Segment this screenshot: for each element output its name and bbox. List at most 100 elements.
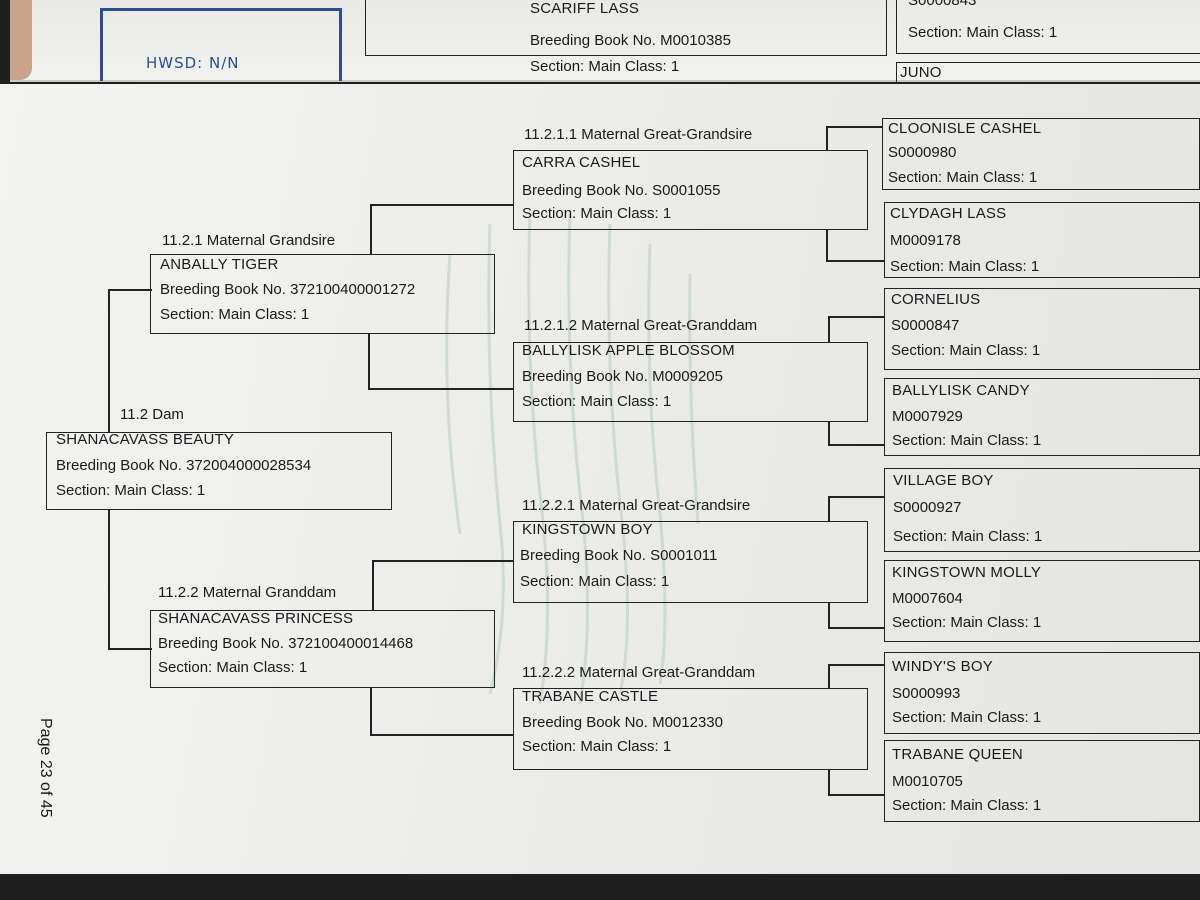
gg2-section: Section: Main Class: 1 — [522, 393, 672, 410]
watermark-graphic — [445, 213, 700, 705]
thumb — [10, 0, 32, 80]
connector — [828, 496, 830, 521]
connector — [828, 496, 884, 498]
ggg4-reg: M0007929 — [892, 408, 963, 425]
grandsire-label: 11.2.1 Maternal Grandsire — [162, 232, 336, 249]
connector — [828, 603, 830, 627]
connector — [368, 388, 513, 390]
connector — [108, 648, 152, 650]
gg1-section: Section: Main Class: 1 — [522, 205, 672, 222]
gg3-name: KINGSTOWN BOY — [522, 521, 653, 538]
connector — [108, 289, 110, 432]
granddam-book: Breeding Book No. 372100400014468 — [158, 635, 414, 652]
connector — [828, 794, 884, 796]
scariff-lass-section: Section: Main Class: 1 — [530, 58, 680, 75]
top-right-reg: S0000843 — [908, 0, 977, 9]
connector — [370, 204, 372, 254]
dam-name: SHANACAVASS BEAUTY — [56, 431, 235, 448]
scariff-lass-box — [365, 0, 887, 56]
connector — [370, 734, 513, 736]
connector — [826, 126, 882, 128]
gg3-section: Section: Main Class: 1 — [520, 573, 670, 590]
connector — [826, 126, 828, 150]
ggg7-name: WINDY'S BOY — [892, 658, 993, 675]
gg4-name: TRABANE CASTLE — [522, 688, 659, 705]
top-right-section: Section: Main Class: 1 — [908, 24, 1058, 41]
connector — [372, 560, 374, 610]
ggg3-name: CORNELIUS — [891, 291, 981, 308]
connector — [372, 560, 513, 562]
connector — [826, 260, 884, 262]
juno-name: JUNO — [900, 64, 942, 81]
previous-page-edge: HWSD: N/N SCARIFF LASS Breeding Book No.… — [10, 0, 1200, 92]
connector — [828, 664, 830, 688]
gg4-section: Section: Main Class: 1 — [522, 738, 672, 755]
gg2-name: BALLYLISK APPLE BLOSSOM — [522, 342, 735, 359]
ggg7-reg: S0000993 — [892, 685, 961, 702]
ggg8-name: TRABANE QUEEN — [892, 746, 1023, 763]
connector — [828, 316, 884, 318]
connector — [828, 664, 884, 666]
gg4-box — [513, 688, 868, 770]
grandsire-book: Breeding Book No. 372100400001272 — [160, 281, 416, 298]
ggg2-name: CLYDAGH LASS — [890, 205, 1007, 222]
ggg5-reg: S0000927 — [893, 499, 962, 516]
ggg4-section: Section: Main Class: 1 — [892, 432, 1042, 449]
connector — [370, 204, 513, 206]
page-number: Page 23 of 45 — [37, 718, 54, 818]
ggg3-section: Section: Main Class: 1 — [891, 342, 1041, 359]
ggg6-name: KINGSTOWN MOLLY — [892, 564, 1042, 581]
hwsd-stamp — [100, 8, 342, 81]
gg1-box — [513, 150, 868, 230]
gg1-book: Breeding Book No. S0001055 — [522, 182, 721, 199]
grandsire-section: Section: Main Class: 1 — [160, 306, 310, 323]
gg3-book: Breeding Book No. S0001011 — [520, 547, 718, 564]
scariff-lass-book: Breeding Book No. M0010385 — [530, 32, 731, 49]
top-right-box — [896, 0, 1200, 54]
connector — [368, 334, 370, 388]
ggg8-section: Section: Main Class: 1 — [892, 797, 1042, 814]
ggg5-name: VILLAGE BOY — [893, 472, 994, 489]
grandsire-name: ANBALLY TIGER — [160, 256, 279, 273]
dam-book: Breeding Book No. 372004000028534 — [56, 457, 312, 474]
connector — [828, 316, 830, 342]
ggg1-name: CLOONISLE CASHEL — [888, 120, 1042, 137]
ggg6-reg: M0007604 — [892, 590, 963, 607]
granddam-name: SHANACAVASS PRINCESS — [158, 610, 354, 627]
granddam-section: Section: Main Class: 1 — [158, 659, 308, 676]
hwsd-stamp-text: HWSD: N/N — [146, 54, 240, 72]
connector — [370, 688, 372, 734]
gg1-name: CARRA CASHEL — [522, 154, 641, 171]
gg2-box — [513, 342, 868, 422]
connector — [828, 422, 830, 444]
gg2-book: Breeding Book No. M0009205 — [522, 368, 723, 385]
ggg5-section: Section: Main Class: 1 — [893, 528, 1043, 545]
ggg2-reg: M0009178 — [890, 232, 961, 249]
granddam-label: 11.2.2 Maternal Granddam — [158, 584, 337, 601]
gg1-label: 11.2.1.1 Maternal Great-Grandsire — [524, 126, 753, 143]
gg4-label: 11.2.2.2 Maternal Great-Granddam — [522, 664, 756, 681]
connector — [828, 627, 884, 629]
ggg8-reg: M0010705 — [892, 773, 963, 790]
connector — [108, 289, 152, 291]
granddam-box — [150, 610, 495, 688]
gg4-book: Breeding Book No. M0012330 — [522, 714, 723, 731]
connector — [826, 230, 828, 260]
connector — [108, 510, 110, 648]
connector — [828, 444, 884, 446]
ggg1-section: Section: Main Class: 1 — [888, 169, 1038, 186]
ggg7-section: Section: Main Class: 1 — [892, 709, 1042, 726]
scariff-lass-name: SCARIFF LASS — [530, 0, 640, 17]
dam-section: Section: Main Class: 1 — [56, 482, 206, 499]
ggg4-name: BALLYLISK CANDY — [892, 382, 1030, 399]
gg2-label: 11.2.1.2 Maternal Great-Granddam — [524, 317, 758, 334]
ggg1-reg: S0000980 — [888, 144, 957, 161]
ggg6-section: Section: Main Class: 1 — [892, 614, 1042, 631]
dam-label: 11.2 Dam — [120, 406, 184, 423]
gg3-label: 11.2.2.1 Maternal Great-Grandsire — [522, 497, 751, 514]
ggg2-section: Section: Main Class: 1 — [890, 258, 1040, 275]
ggg3-reg: S0000847 — [891, 317, 960, 334]
connector — [828, 770, 830, 794]
pedigree-page: Page 23 of 45 11.2 Dam SHANACAVASS BEAUT… — [0, 84, 1200, 874]
grandsire-box — [150, 254, 495, 334]
